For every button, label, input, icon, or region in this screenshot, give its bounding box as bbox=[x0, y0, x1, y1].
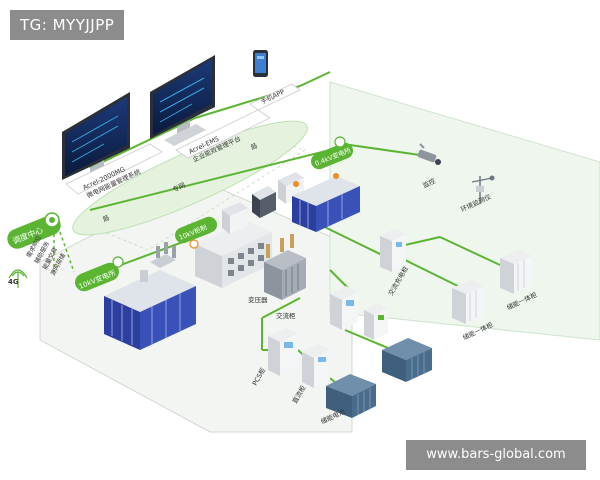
storage-container-2 bbox=[382, 338, 432, 382]
watermark-top: TG: MYYJJPP bbox=[10, 10, 125, 40]
dc-cabinet: 直流柜 bbox=[290, 344, 330, 405]
camera-icon bbox=[417, 149, 437, 163]
network-label-left: 局 bbox=[101, 214, 110, 224]
acrel-ems-monitor: Acrel-EMS 企业能效管理平台 bbox=[150, 55, 271, 164]
network-label-right: 局 bbox=[249, 142, 258, 152]
background-zones bbox=[39, 81, 600, 433]
svg-text:局: 局 bbox=[249, 142, 258, 152]
watermark-bottom: www.bars-global.com bbox=[406, 440, 586, 470]
signal-4g-label: 4G bbox=[8, 278, 19, 286]
hv-10kv-cabinet: 10kV柜制 bbox=[175, 216, 272, 288]
mobile-phone: 手机APP bbox=[249, 50, 301, 111]
small-devices bbox=[222, 172, 304, 234]
transformer: 变压器 bbox=[248, 234, 306, 304]
svg-text:局: 局 bbox=[101, 214, 110, 224]
weather-station-icon bbox=[476, 186, 484, 192]
ac-cabinet-label: 交流柜 bbox=[276, 311, 296, 320]
ac-cabinet: 交流柜 bbox=[276, 286, 388, 340]
svg-text:变压器: 变压器 bbox=[248, 295, 268, 304]
signal-tower-icon bbox=[8, 269, 28, 288]
transformer-label: 变压器 bbox=[248, 295, 268, 304]
svg-text:4G: 4G bbox=[8, 278, 19, 286]
svg-text:交流柜: 交流柜 bbox=[276, 311, 296, 320]
